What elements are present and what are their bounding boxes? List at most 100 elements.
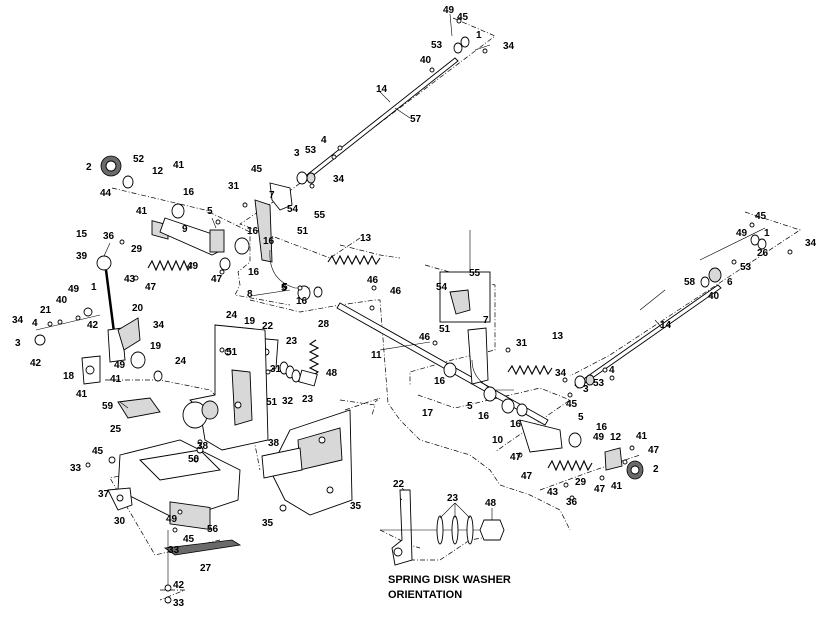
callout: 16 [296, 296, 308, 307]
callout: 16 [478, 411, 490, 422]
callout: 23 [286, 336, 298, 347]
callout: 31 [516, 338, 528, 349]
callout: 43 [124, 274, 136, 285]
callout: 5 [281, 283, 287, 294]
callout: 40 [708, 291, 720, 302]
callout: 21 [40, 305, 52, 316]
callout: 40 [56, 295, 68, 306]
callout: 47 [211, 274, 223, 285]
callout: 30 [114, 516, 126, 527]
spring-disk-washer-detail [380, 487, 505, 566]
callout: 9 [182, 224, 188, 235]
callout-labels: 49 45 1 34 53 40 14 57 4 53 3 45 34 31 7… [12, 5, 817, 609]
callout: 32 [282, 396, 294, 407]
left-shift-lever [34, 255, 163, 385]
callout: 39 [76, 251, 88, 262]
callout: 45 [566, 399, 578, 410]
callout: 45 [457, 12, 469, 23]
rod-58 [574, 284, 722, 389]
spring-29-right [547, 459, 593, 472]
callout: 13 [360, 233, 372, 244]
upper-left-assembly [100, 155, 323, 301]
callout: 47 [145, 282, 157, 293]
callout: 27 [200, 563, 212, 574]
bracket-7-upper [254, 199, 273, 263]
callout: 7 [269, 190, 275, 201]
callout: 37 [98, 489, 110, 500]
callout: 16 [183, 187, 195, 198]
right-rod-ends [453, 36, 767, 389]
callout: 31 [270, 364, 282, 375]
callout: 2 [86, 162, 92, 173]
callout: 25 [110, 424, 122, 435]
callout: 33 [173, 598, 185, 609]
callout: 17 [422, 408, 434, 419]
callout: 4 [609, 365, 615, 376]
springs [147, 254, 593, 472]
callout: 42 [87, 320, 99, 331]
callout: 36 [566, 497, 578, 508]
callout: 19 [150, 341, 162, 352]
callout: 23 [447, 493, 459, 504]
callout: 3 [15, 338, 21, 349]
callout: 51 [439, 324, 451, 335]
callout: 49 [593, 432, 605, 443]
callout: 47 [594, 484, 606, 495]
disk-washer-3 [466, 515, 474, 545]
callout: 34 [805, 238, 817, 249]
callout: 22 [262, 321, 274, 332]
callout: 34 [153, 320, 165, 331]
frame-right [261, 409, 353, 516]
callout: 55 [314, 210, 326, 221]
callout: 40 [420, 55, 432, 66]
callout: 29 [131, 244, 143, 255]
bracket-12-right [604, 447, 623, 471]
callout: 45 [755, 211, 767, 222]
callout: 16 [248, 267, 260, 278]
callout: 42 [30, 358, 42, 369]
callout: 41 [136, 206, 148, 217]
callout: 35 [350, 501, 362, 512]
callout: 41 [76, 389, 88, 400]
callout: 4 [32, 318, 38, 329]
callout: 3 [294, 148, 300, 159]
callout: 14 [376, 84, 388, 95]
callout: 8 [247, 289, 253, 300]
callout: 45 [251, 164, 263, 175]
callout: 49 [166, 514, 178, 525]
callout: 11 [371, 350, 382, 361]
caption-line-2: ORIENTATION [388, 589, 462, 601]
callout: 53 [593, 378, 605, 389]
callout: 53 [740, 262, 752, 273]
callout: 49 [187, 261, 199, 272]
callout: 51 [266, 397, 278, 408]
callout: 10 [492, 435, 504, 446]
callout: 16 [510, 419, 522, 430]
callout: 52 [133, 154, 145, 165]
callout: 55 [469, 268, 481, 279]
callout: 36 [103, 231, 115, 242]
callout: 1 [91, 282, 97, 293]
callout: 20 [132, 303, 144, 314]
callout: 4 [321, 135, 327, 146]
disk-washer-1 [436, 515, 444, 545]
right-middle-assembly [439, 271, 644, 480]
spring-28 [308, 339, 320, 377]
callout: 57 [410, 114, 422, 125]
spring-13-lower [507, 364, 553, 376]
callout: 41 [173, 160, 185, 171]
callout: 41 [110, 374, 122, 385]
callout: 42 [173, 580, 185, 591]
callout: 47 [648, 445, 660, 456]
callout: 16 [596, 422, 608, 433]
callout: 7 [483, 315, 489, 326]
callout: 47 [521, 471, 533, 482]
callout: 22 [393, 479, 405, 490]
callout: 48 [485, 498, 497, 509]
callout: 38 [197, 441, 209, 452]
callout: 54 [436, 282, 448, 293]
callout: 6 [727, 277, 733, 288]
hardware-dots [47, 18, 793, 533]
blade-27 [163, 539, 242, 556]
